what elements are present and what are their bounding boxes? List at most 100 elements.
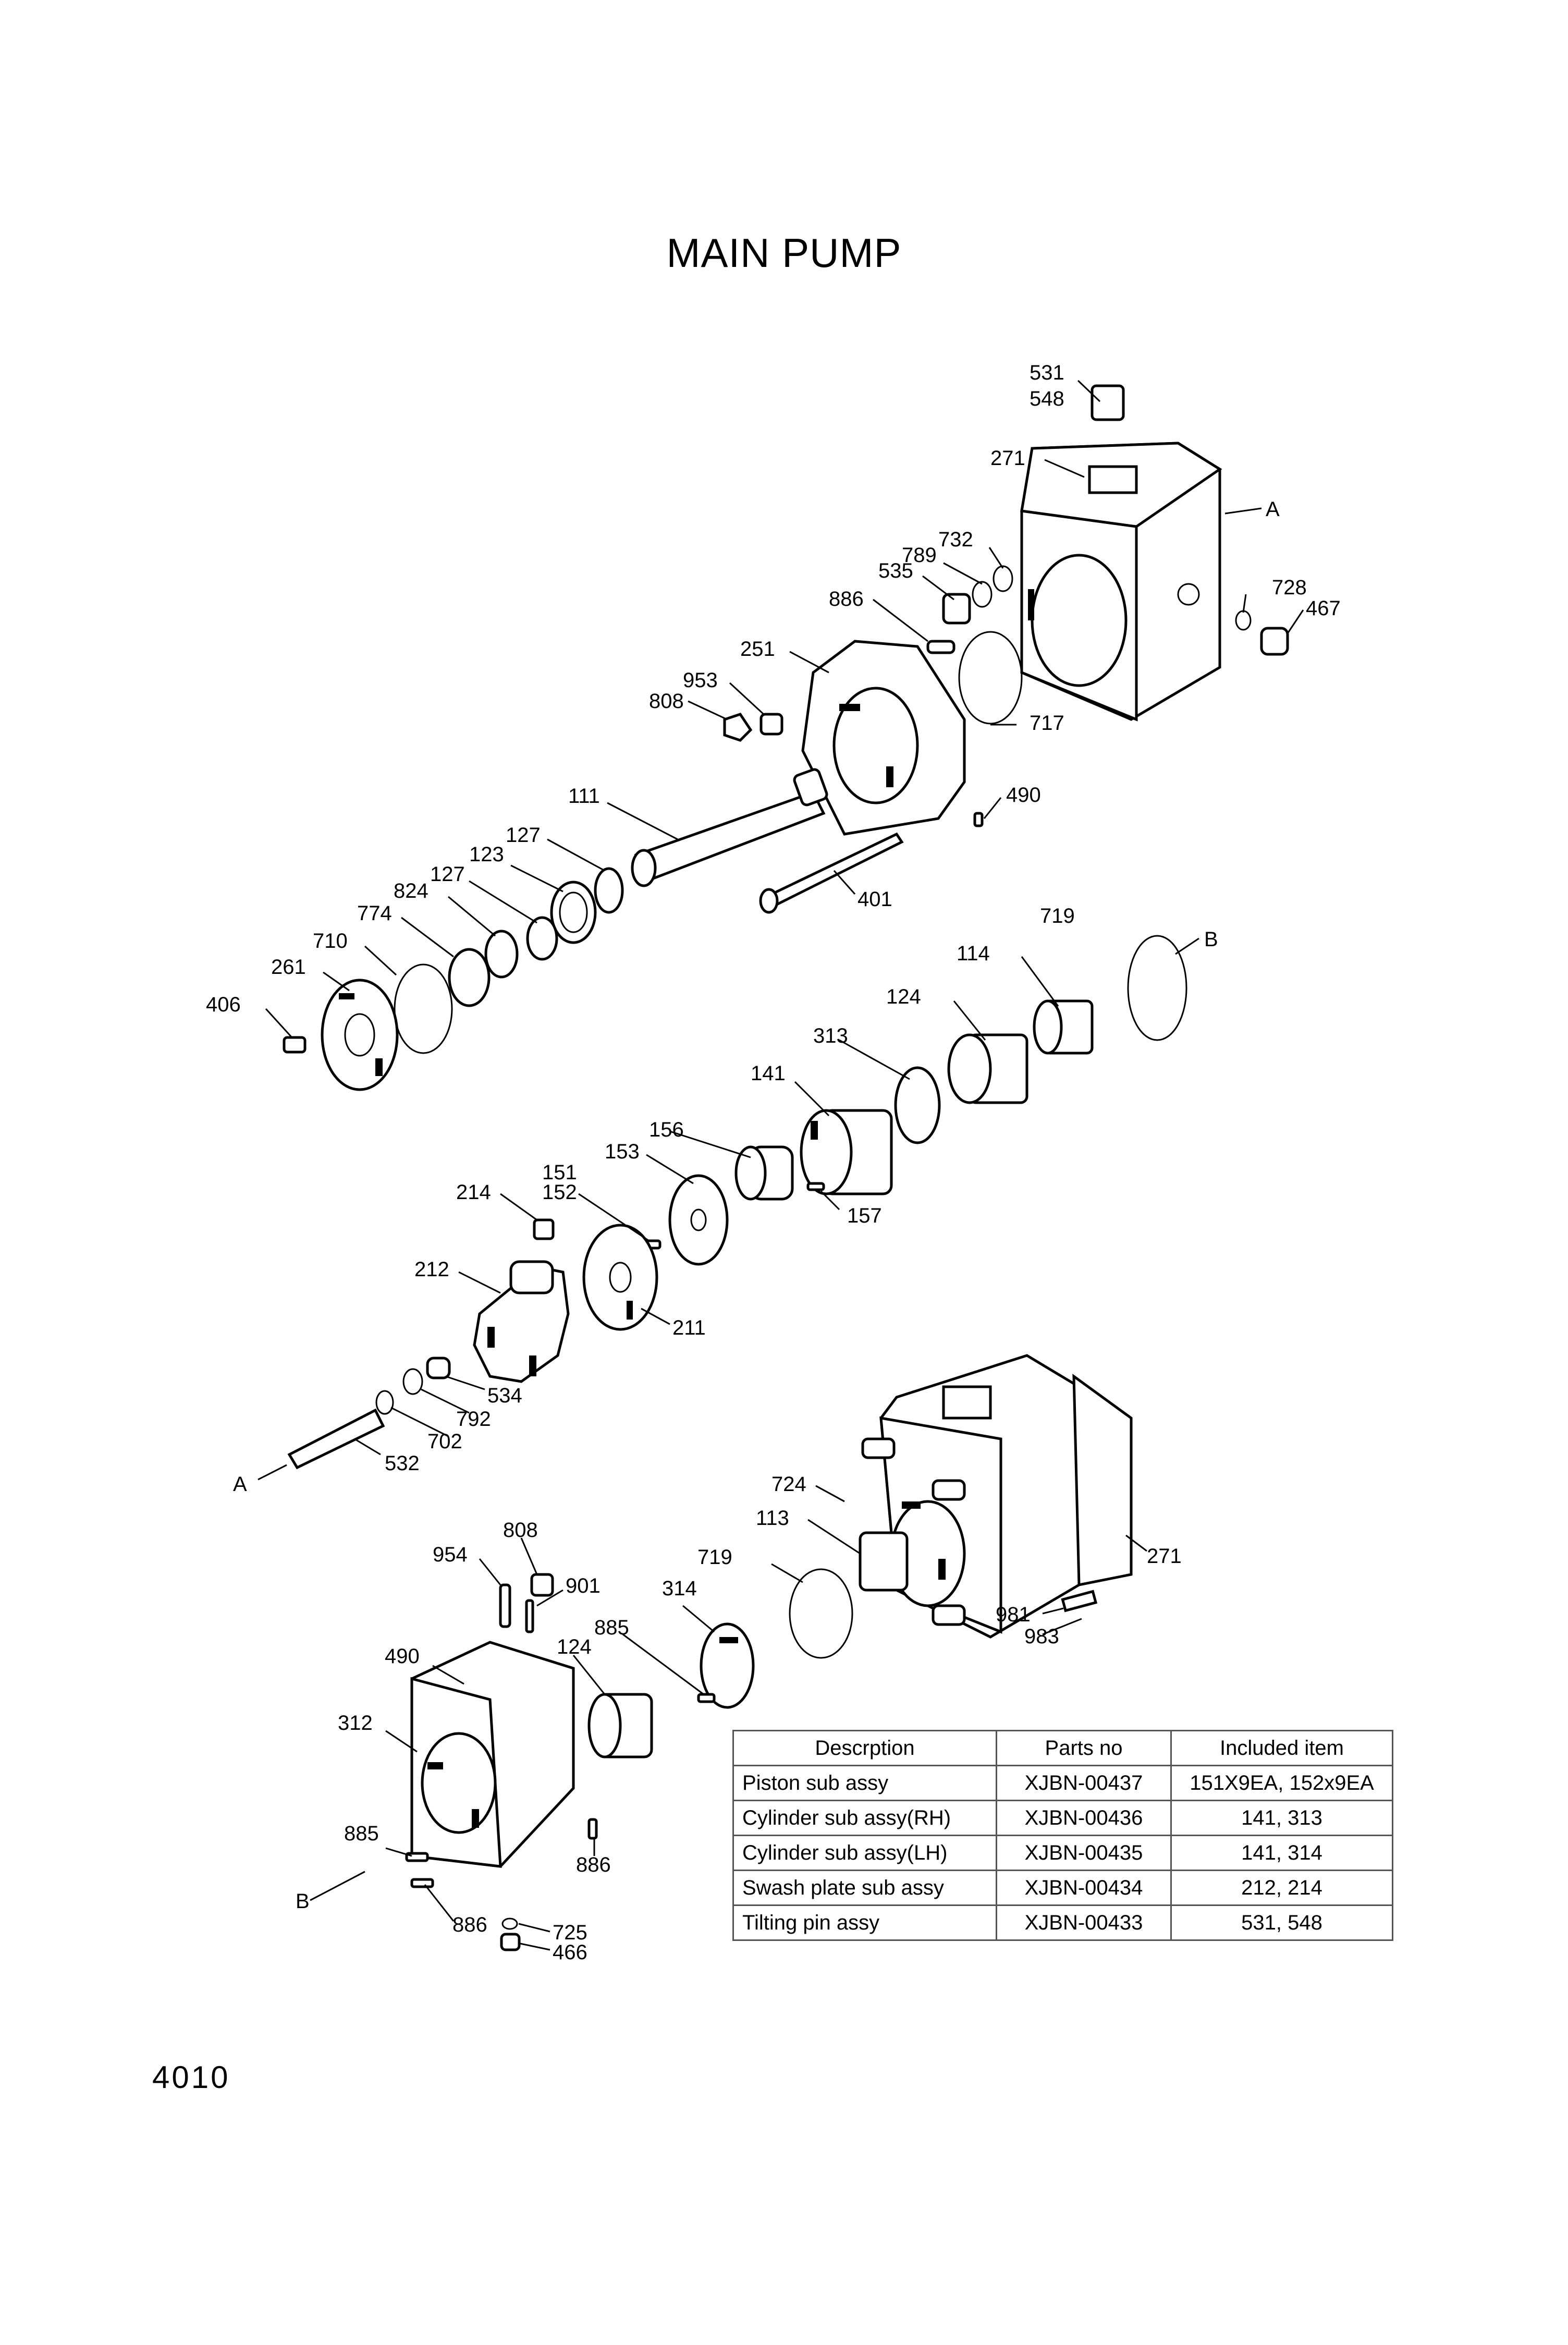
callout-885-bottom: 885: [344, 1822, 379, 1845]
table-cell: XJBN-00433: [996, 1904, 1172, 1941]
callout-886-rear: 886: [829, 588, 864, 610]
table-header: Descrption: [732, 1730, 997, 1766]
table-cell: Piston sub assy: [732, 1765, 997, 1801]
table-cell: XJBN-00435: [996, 1835, 1172, 1871]
table-cell: Tilting pin assy: [732, 1904, 997, 1941]
callout-153: 153: [605, 1140, 640, 1163]
table-cell: 151X9EA, 152x9EA: [1170, 1765, 1393, 1801]
seal-and-plug-group-rear: [926, 565, 1289, 725]
callout-127-a: 127: [506, 824, 541, 847]
table-cell: 141, 313: [1170, 1800, 1393, 1836]
table-cell: Cylinder sub assy(LH): [732, 1835, 997, 1871]
callout-531: 531: [1030, 361, 1064, 384]
callout-211: 211: [672, 1316, 706, 1339]
callout-214: 214: [456, 1181, 491, 1204]
port-plate: [723, 640, 984, 836]
callout-808-rear: 808: [649, 690, 684, 713]
callout-710: 710: [313, 930, 348, 952]
table-cell: Cylinder sub assy(RH): [732, 1800, 997, 1836]
callout-728: 728: [1272, 576, 1307, 599]
callout-401: 401: [858, 888, 892, 911]
callout-886-left: 886: [452, 1913, 487, 1936]
callout-983: 983: [1024, 1625, 1059, 1648]
callout-824: 824: [394, 880, 428, 902]
callout-B-top: B: [1204, 928, 1218, 951]
table-row: Swash plate sub assy XJBN-00434 212, 214: [732, 1870, 1393, 1906]
table-cell: XJBN-00437: [996, 1765, 1172, 1801]
callout-467: 467: [1306, 597, 1341, 620]
callout-151: 151: [542, 1161, 577, 1184]
seal-cover-261: [283, 979, 399, 1091]
callout-113: 113: [756, 1507, 789, 1530]
pump-housing-rear: [1020, 384, 1222, 722]
callout-534: 534: [487, 1384, 522, 1407]
table-header-row: Descrption Parts no Included item: [732, 1730, 1393, 1766]
table-row: Piston sub assy XJBN-00437 151X9EA, 152x…: [732, 1765, 1393, 1801]
callout-886-right: 886: [576, 1853, 611, 1876]
end-cover-312: [405, 1573, 755, 1951]
pump-housing-front: [789, 1354, 1133, 1659]
callout-152: 152: [542, 1181, 577, 1204]
table-cell: 141, 314: [1170, 1835, 1393, 1871]
table-cell: XJBN-00436: [996, 1800, 1172, 1836]
callout-548: 548: [1030, 387, 1064, 410]
callout-901: 901: [566, 1574, 601, 1597]
page-number: 4010: [152, 2060, 230, 2095]
page-title: MAIN PUMP: [666, 230, 902, 276]
callout-A-bottom: A: [233, 1473, 247, 1496]
callout-732: 732: [938, 528, 973, 551]
callout-702: 702: [427, 1430, 462, 1453]
callout-251: 251: [740, 638, 775, 661]
tilting-pin-532: [287, 1357, 451, 1470]
callout-156: 156: [649, 1118, 684, 1141]
callout-953: 953: [683, 669, 718, 692]
leader-lines: [258, 380, 1304, 1951]
callout-123: 123: [469, 843, 504, 866]
callout-141: 141: [751, 1062, 786, 1085]
callout-124-top: 124: [886, 985, 921, 1008]
callout-954: 954: [433, 1543, 468, 1566]
callout-490-front: 490: [385, 1645, 420, 1668]
callout-885-top: 885: [594, 1616, 629, 1639]
callout-724: 724: [771, 1473, 806, 1496]
callout-406: 406: [206, 993, 241, 1016]
callout-789: 789: [902, 544, 937, 567]
bearing-set: [394, 867, 624, 1054]
table-cell: Swash plate sub assy: [732, 1870, 997, 1906]
callout-312: 312: [338, 1712, 373, 1735]
callout-719-top: 719: [1040, 905, 1075, 927]
callout-774: 774: [357, 902, 392, 925]
callout-466: 466: [553, 1941, 587, 1964]
table-row: Cylinder sub assy(LH) XJBN-00435 141, 31…: [732, 1835, 1393, 1871]
callout-725: 725: [553, 1921, 587, 1944]
callout-labels: 531 548 271 A 732 789 535 728 467 886 25…: [206, 361, 1341, 1964]
callout-212: 212: [414, 1258, 449, 1281]
callout-490-rear: 490: [1006, 784, 1041, 807]
table-cell: 531, 548: [1170, 1904, 1393, 1941]
callout-B-bottom: B: [296, 1890, 310, 1913]
table-header: Parts no: [996, 1730, 1172, 1766]
callout-111: 111: [568, 785, 600, 808]
callout-717: 717: [1030, 712, 1064, 735]
rotary-group: [533, 935, 1187, 1331]
callout-127-b: 127: [430, 863, 465, 886]
callout-535: 535: [878, 559, 913, 582]
callout-271-rear: 271: [990, 447, 1025, 470]
table-cell: XJBN-00434: [996, 1870, 1172, 1906]
table-cell: 212, 214: [1170, 1870, 1393, 1906]
callout-271-front: 271: [1147, 1545, 1182, 1568]
parts-table: Descrption Parts no Included item Piston…: [732, 1730, 1393, 1941]
callout-808-front: 808: [503, 1519, 538, 1542]
callout-719-bottom: 719: [697, 1546, 732, 1569]
callout-792: 792: [456, 1408, 491, 1431]
callout-157: 157: [847, 1204, 882, 1227]
callout-261: 261: [271, 956, 306, 979]
table-header: Included item: [1170, 1730, 1393, 1766]
callout-313: 313: [813, 1024, 848, 1047]
swash-plate-212: [473, 1260, 570, 1383]
callout-981: 981: [996, 1603, 1031, 1626]
table-row: Tilting pin assy XJBN-00433 531, 548: [732, 1904, 1393, 1941]
callout-532: 532: [385, 1452, 420, 1475]
callout-124-bottom: 124: [557, 1635, 592, 1658]
